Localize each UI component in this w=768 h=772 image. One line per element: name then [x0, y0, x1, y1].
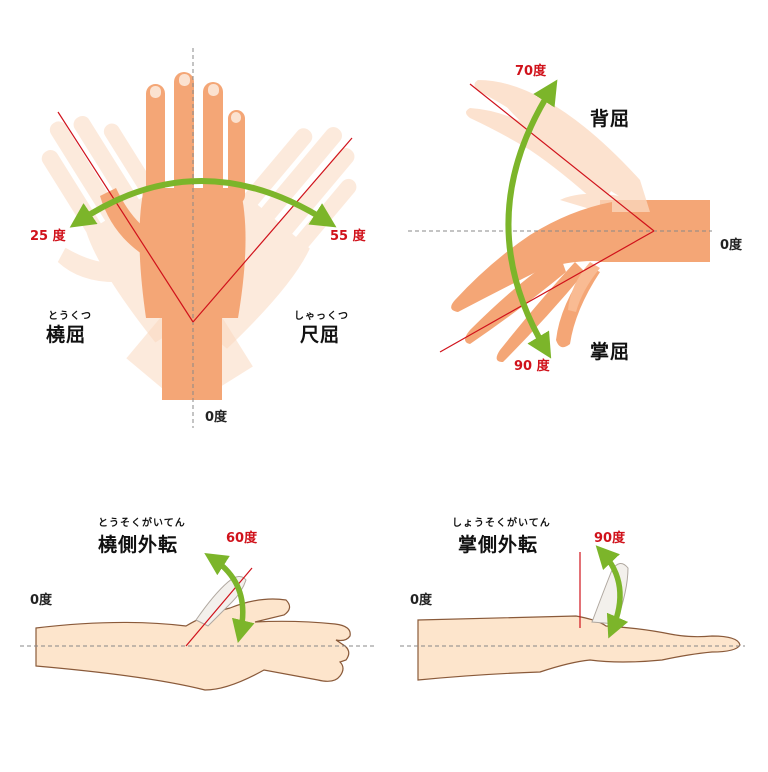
palmar-term: 掌屈 [590, 341, 631, 363]
radial-abduction-term: 橈側外転 [98, 534, 179, 556]
hand-palmar-flexed [451, 202, 612, 362]
deviation-arrow [69, 178, 337, 228]
abduction-arrow [595, 545, 629, 639]
palmar-angle-label: 90 度 [514, 359, 550, 374]
hand-side-view-left [35, 598, 351, 691]
ulnar-term-ruby: しゃっくつ [294, 311, 349, 322]
radial-abduction-angle-label: 60度 [226, 531, 258, 546]
palmar-abduction-term: 掌側外転 [458, 534, 539, 556]
hand-dorsiflexed-faded [466, 80, 650, 212]
zero-degree-label: 0度 [720, 238, 743, 253]
radial-abduction-panel [20, 552, 375, 691]
zero-degree-label: 0度 [410, 593, 433, 608]
hand-side-view-right [417, 615, 741, 681]
radial-angle-label: 25 度 [30, 229, 66, 244]
zero-degree-label: 0度 [205, 410, 228, 425]
palmar-abduction-panel [400, 545, 745, 681]
zero-degree-label: 0度 [30, 593, 53, 608]
dorsal-term: 背屈 [590, 108, 631, 130]
dorsal-palmar-panel [408, 79, 712, 362]
radial-ulnar-panel [41, 48, 357, 428]
dorsal-angle-label: 70度 [515, 64, 547, 79]
abduction-arrow [204, 552, 255, 643]
palmar-abduction-angle-label: 90度 [594, 531, 626, 546]
radial-term: 橈屈 [46, 324, 87, 346]
palmar-abduction-ruby: しょうそくがいてん [452, 518, 551, 529]
angle-line-dorsal [469, 83, 655, 232]
ulnar-angle-label: 55 度 [330, 229, 366, 244]
ulnar-term: 尺屈 [300, 324, 341, 346]
flexion-arrow [505, 79, 558, 359]
radial-term-ruby: とうくつ [48, 311, 92, 322]
angle-line-ulnar [192, 137, 353, 323]
radial-abduction-ruby: とうそくがいてん [98, 518, 186, 529]
